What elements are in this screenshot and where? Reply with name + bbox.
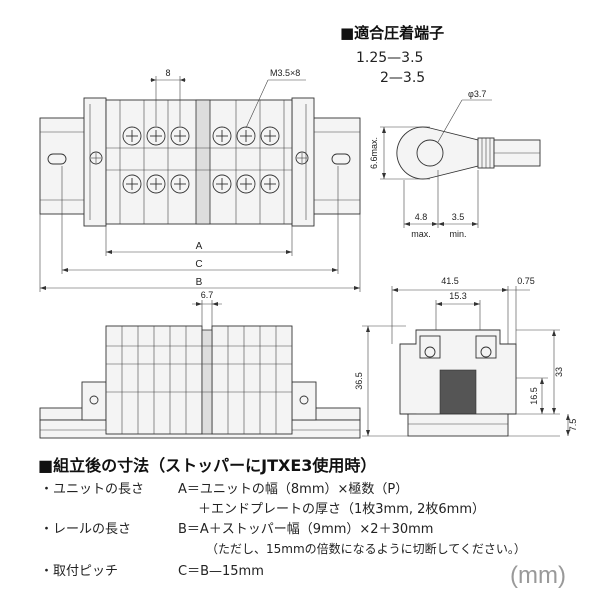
rail-slot-right bbox=[331, 153, 351, 165]
base-height-label: 7.5 bbox=[568, 419, 578, 432]
screw-label: M3.5×8 bbox=[270, 68, 300, 78]
inner-width-label: 15.3 bbox=[449, 291, 467, 301]
note-pitch-formula: C＝B—15mm bbox=[178, 564, 264, 579]
note-pitch-label: ・取付ピッチ bbox=[40, 564, 119, 579]
gap-label: 6.7 bbox=[201, 290, 214, 300]
total-height-label: 36.5 bbox=[354, 372, 364, 390]
stopper-front-left bbox=[81, 381, 107, 421]
screws-lower bbox=[122, 174, 280, 194]
terminal-size-1: 1.25—3.5 bbox=[356, 50, 424, 66]
top-view bbox=[39, 76, 361, 292]
dim-b-label: B bbox=[196, 277, 203, 288]
overall-width-label: 41.5 bbox=[441, 276, 459, 286]
note-rail-formula: B＝A＋ストッパー幅（9mm）×2＋30mm bbox=[178, 522, 434, 537]
offset-label: 0.75 bbox=[517, 276, 535, 286]
note-rail-label: ・レールの長さ bbox=[40, 522, 132, 537]
lug-d2-label: 3.5 bbox=[452, 212, 465, 222]
lug-d1-note: max. bbox=[411, 229, 431, 239]
dim-a-label: A bbox=[196, 241, 203, 252]
end-plate bbox=[195, 99, 211, 225]
front-units-right bbox=[211, 325, 293, 435]
stopper-front-right bbox=[291, 381, 317, 421]
side-view bbox=[362, 286, 570, 437]
note-unit-label: ・ユニットの長さ bbox=[40, 482, 145, 497]
unit-mark: (mm) bbox=[510, 562, 566, 589]
upper-height-label: 33 bbox=[554, 367, 564, 377]
rail-height-label: 16.5 bbox=[529, 387, 539, 405]
screws-upper bbox=[122, 126, 280, 146]
lug-width-label: 6.6max. bbox=[369, 137, 379, 169]
lug-d2-note: min. bbox=[449, 229, 466, 239]
hole-label: φ3.7 bbox=[468, 89, 486, 99]
terminal-title: ■適合圧着端子 bbox=[340, 24, 445, 42]
rail-slot-left bbox=[47, 153, 67, 165]
front-view bbox=[39, 300, 361, 439]
crimp-terminal bbox=[380, 99, 541, 228]
assembly-heading: ■組立後の寸法（ストッパーにJTXE3使用時） bbox=[38, 456, 377, 475]
terminal-size-2: 2—3.5 bbox=[380, 70, 426, 86]
note-unit-formula: A＝ユニットの幅（8mm）×極数（P） bbox=[178, 482, 409, 497]
dim-c-label: C bbox=[195, 259, 202, 270]
terminal-side-core bbox=[439, 369, 477, 415]
pitch-label: 8 bbox=[165, 68, 170, 78]
lug-hole bbox=[416, 139, 444, 167]
stopper-right bbox=[291, 97, 315, 227]
note-cut-formula: （ただし、15mmの倍数になるように切断してください。） bbox=[206, 542, 526, 556]
stopper-left bbox=[83, 97, 107, 227]
rail-side bbox=[407, 413, 509, 437]
lug-d1-label: 4.8 bbox=[415, 212, 428, 222]
note-endplate-formula: ＋エンドプレートの厚さ（1枚3mm, 2枚6mm） bbox=[198, 502, 486, 517]
